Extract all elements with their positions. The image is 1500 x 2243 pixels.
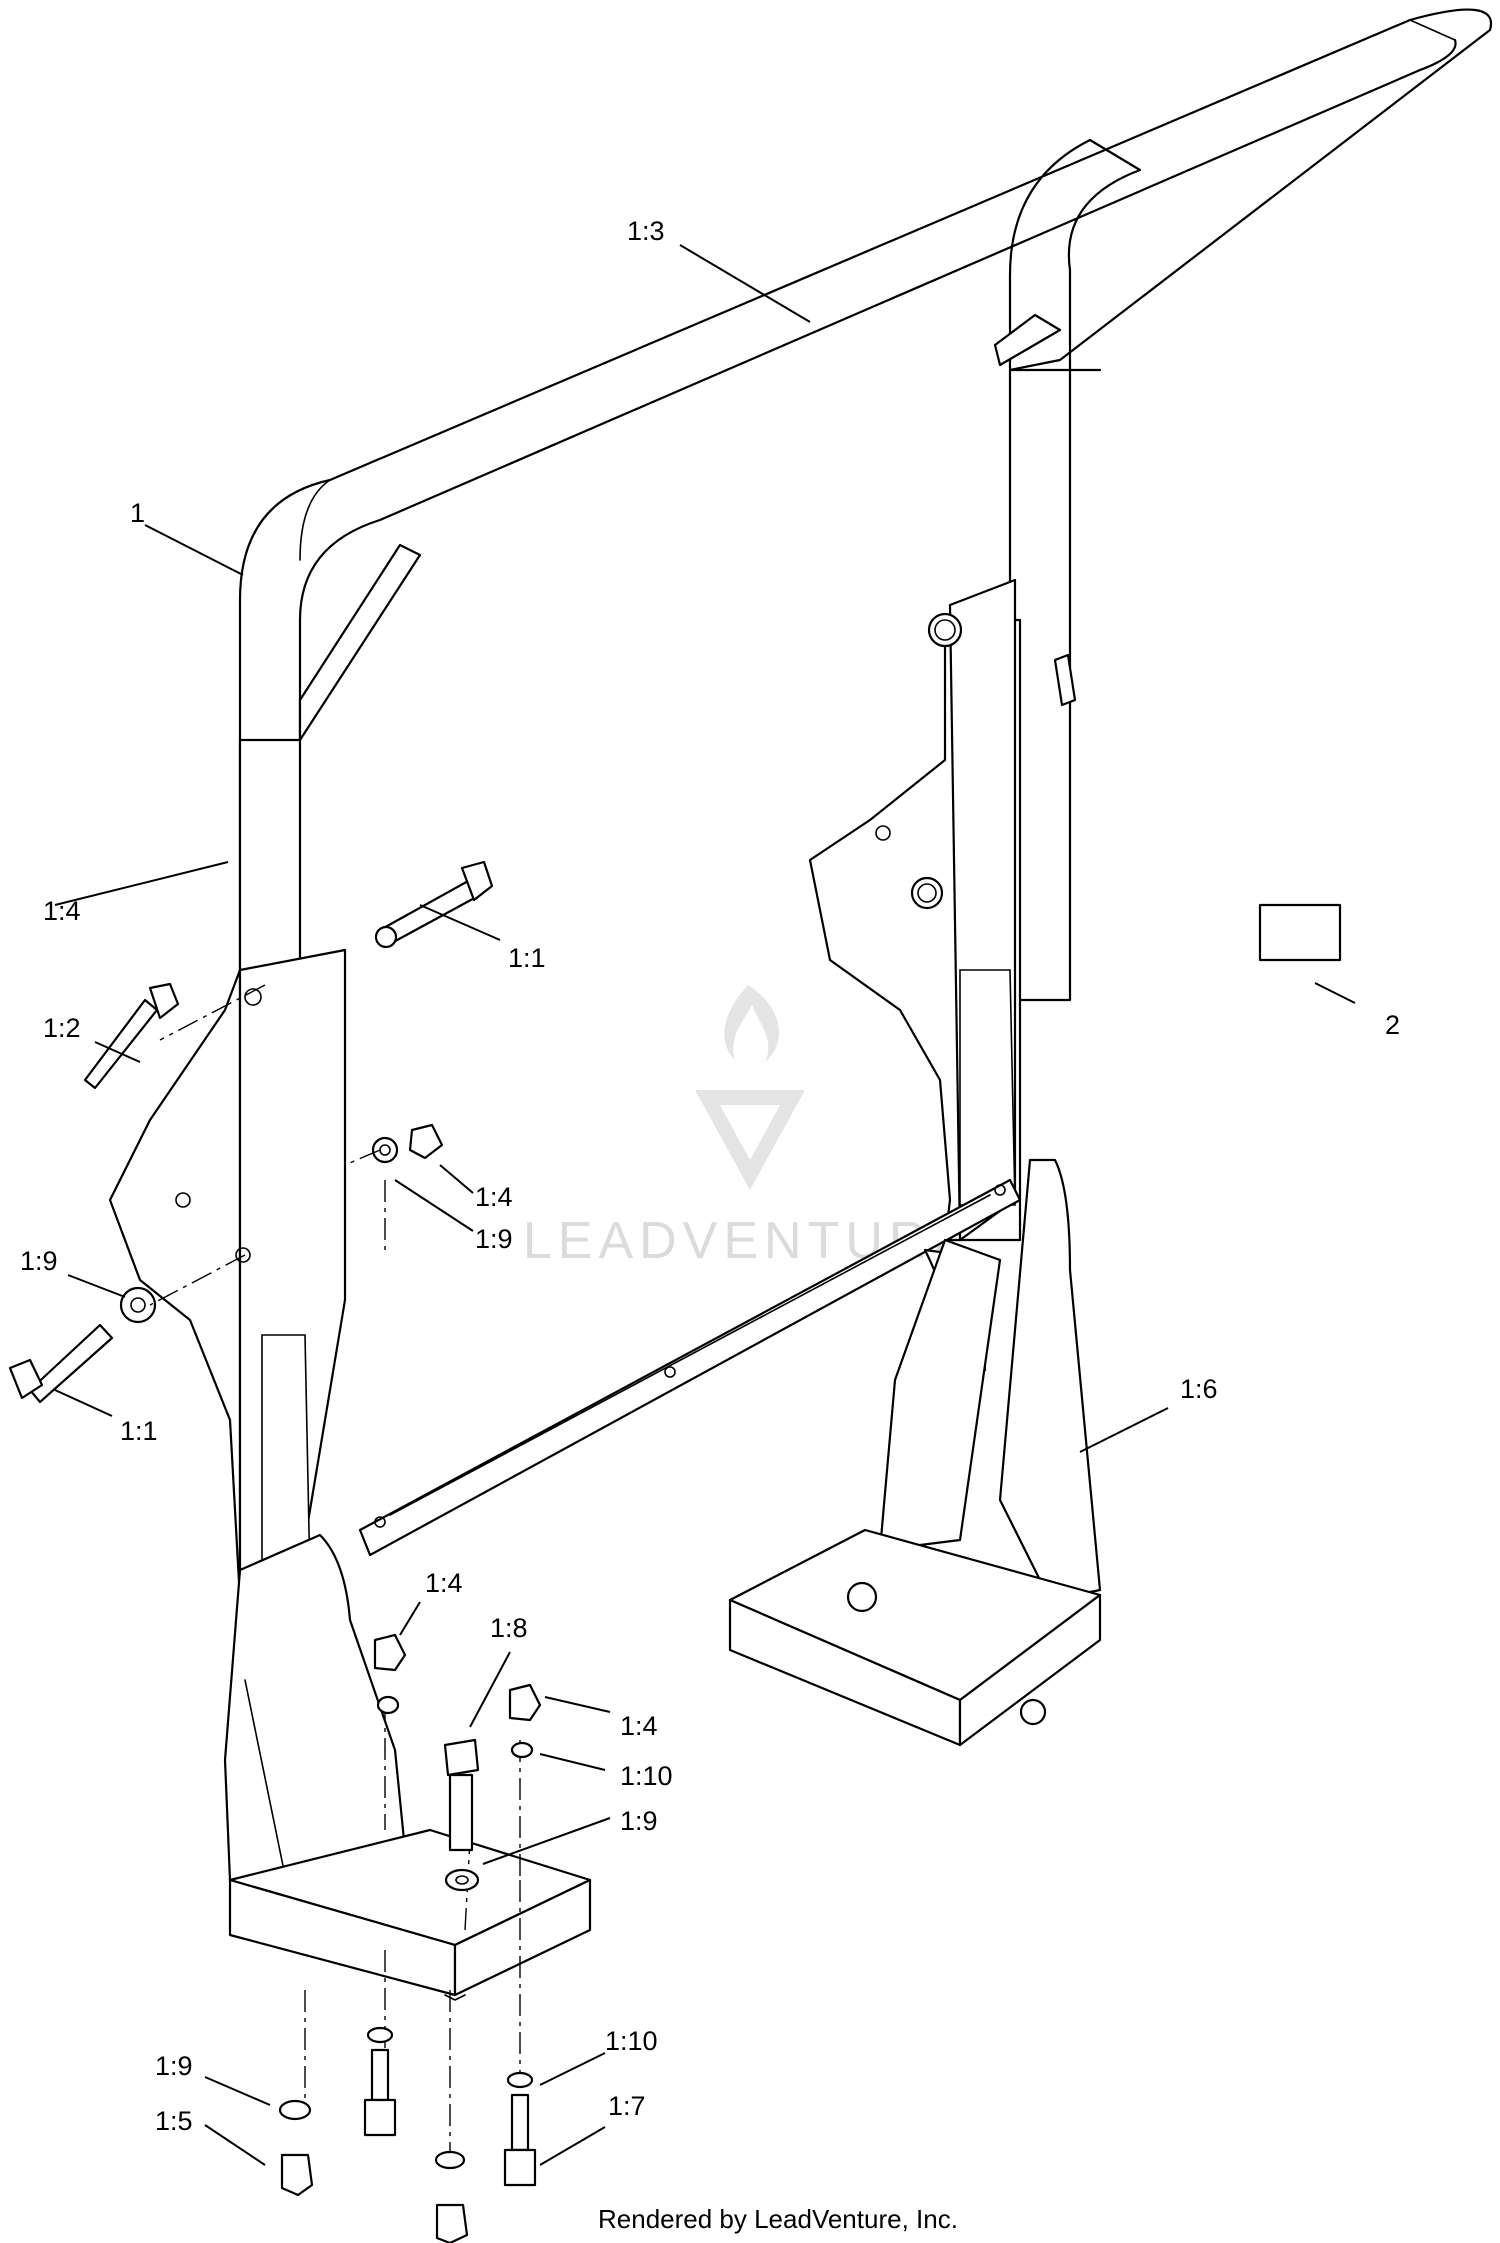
leadventure-watermark: LEADVENTURE — [523, 985, 967, 1270]
nut-bottom-left — [280, 2153, 314, 2197]
nut-base-right — [508, 1683, 542, 1759]
washer-bottom-center — [434, 2150, 466, 2170]
callout-1-4-mid: 1:4 — [475, 1182, 513, 1212]
callout-2: 2 — [1385, 1010, 1400, 1040]
callout-1-9-mid: 1:9 — [475, 1224, 513, 1254]
right-gusset — [993, 313, 1062, 367]
callout-1-1-lower: 1:1 — [120, 1416, 158, 1446]
right-pin — [1053, 653, 1077, 707]
leader-lines — [54, 244, 1356, 2166]
left-base-assembly — [223, 1533, 592, 2001]
washer-bottom-left — [278, 2099, 312, 2121]
leadventure-flame-logo — [695, 985, 805, 1190]
callout-1-9-bottom: 1:9 — [155, 2051, 193, 2081]
washer-left — [119, 1286, 157, 1324]
callout-1-3: 1:3 — [627, 216, 665, 246]
roll-bar-frame — [108, 8, 1493, 1602]
right-base-assembly — [728, 1158, 1102, 1747]
callout-1-1-upper: 1:1 — [508, 943, 546, 973]
callout-1-10-lower: 1:10 — [605, 2026, 658, 2056]
decal — [1258, 903, 1342, 962]
right-top-bolt — [927, 612, 963, 648]
callout-1-6: 1:6 — [1180, 1374, 1218, 1404]
nut-mid — [408, 1123, 444, 1160]
right-channel — [959, 969, 1016, 1206]
right-mid-bolt — [910, 876, 944, 910]
callout-1-7: 1:7 — [608, 2091, 646, 2121]
screw-bottom-mid — [363, 2026, 397, 2137]
callout-labels: 1 1:3 1:4 1:1 1:2 2 1:4 1:9 1:9 1:1 1:6 … — [20, 216, 1400, 2136]
callout-1-4-upper: 1:4 — [43, 896, 81, 926]
callout-1-2: 1:2 — [43, 1013, 81, 1043]
washer-base-center — [444, 1868, 480, 1892]
screw-bottom-right — [503, 2071, 537, 2187]
callout-1: 1 — [130, 498, 145, 528]
callout-1-9-left: 1:9 — [20, 1246, 58, 1276]
right-base-bolt — [846, 1581, 1047, 1726]
pin — [83, 982, 180, 1090]
callout-1-5: 1:5 — [155, 2106, 193, 2136]
callout-1-4-base-right: 1:4 — [620, 1711, 658, 1741]
render-credit: Rendered by LeadVenture, Inc. — [598, 2204, 958, 2234]
left-mount-plate — [108, 968, 242, 1602]
callout-1-9-base: 1:9 — [620, 1806, 658, 1836]
left-gusset — [298, 543, 422, 742]
nut-bottom-center — [435, 2203, 469, 2243]
bolt-upper — [374, 860, 494, 949]
bolt-lower — [8, 1323, 114, 1404]
callout-1-10-upper: 1:10 — [620, 1761, 673, 1791]
roll-bar-hoop — [238, 8, 1493, 1062]
bolt-base-center — [443, 1738, 480, 1852]
callout-1-4-base: 1:4 — [425, 1568, 463, 1598]
nut-base-top — [373, 1633, 407, 1715]
callout-1-8: 1:8 — [490, 1613, 528, 1643]
washer-mid — [371, 1136, 399, 1164]
